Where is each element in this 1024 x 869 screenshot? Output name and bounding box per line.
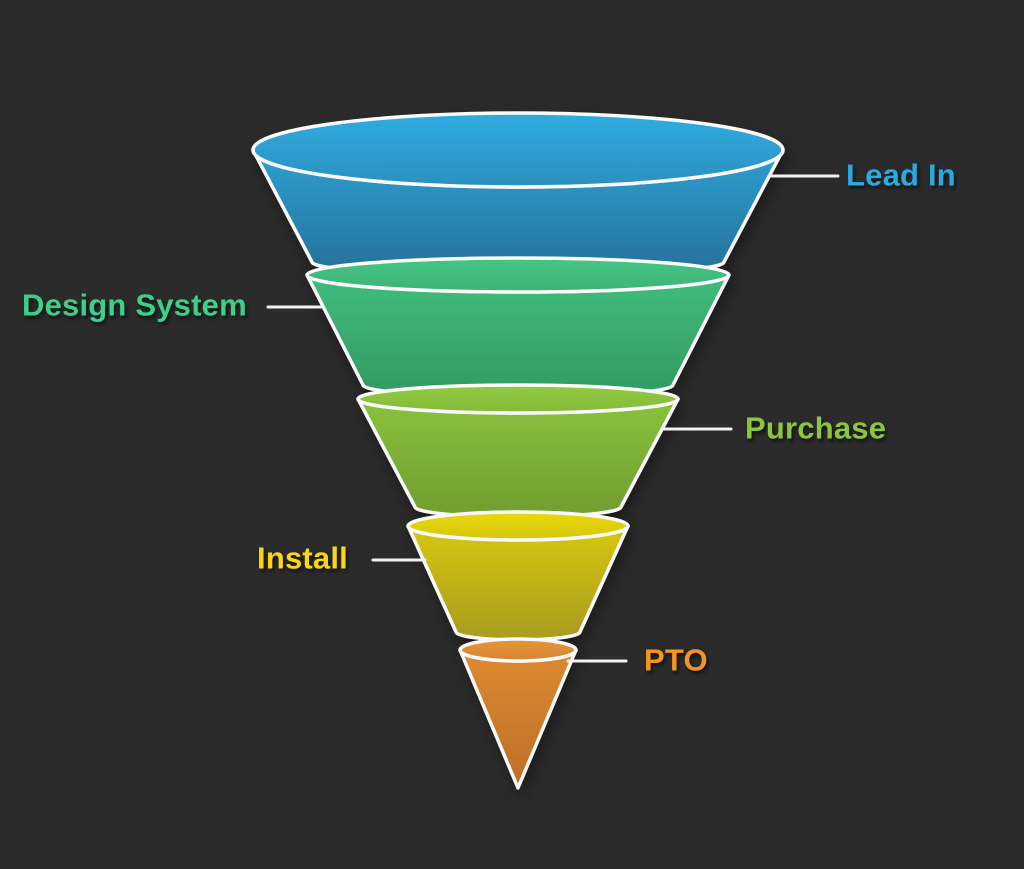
leader-lines [266, 174, 840, 663]
funnel-segment-rim-1 [305, 256, 731, 294]
label-design-system: Design System [22, 287, 247, 323]
funnel-segment-face-3 [406, 524, 630, 642]
label-pto: PTO [644, 642, 708, 678]
funnel-segment-rim-2 [356, 383, 680, 415]
funnel-segment-rim-3 [406, 510, 630, 542]
funnel-segments [251, 111, 785, 790]
funnel-segment-face-2 [356, 397, 680, 519]
label-lead-in: Lead In [846, 157, 956, 193]
funnel-segment-face-4 [458, 648, 578, 790]
label-install: Install [257, 540, 348, 576]
label-purchase: Purchase [745, 410, 887, 446]
funnel-segment-rim-4 [458, 637, 578, 663]
funnel-segment-rim-0 [251, 111, 785, 189]
